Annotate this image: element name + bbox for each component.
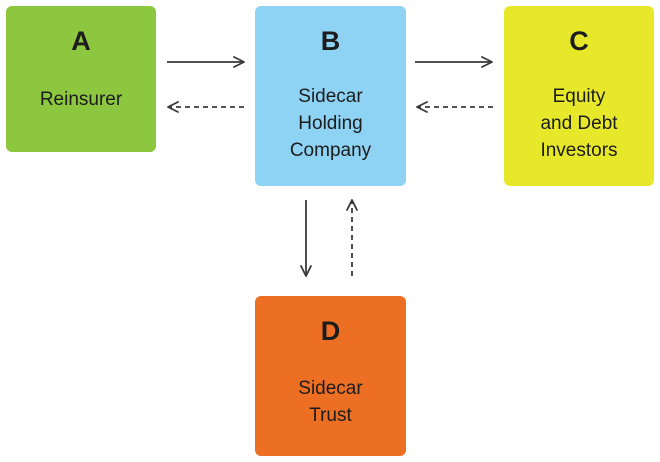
node-label-sidecar-trust: Sidecar Trust xyxy=(298,378,363,426)
node-letter-b: B xyxy=(320,26,341,56)
node-letter-c: C xyxy=(569,26,589,56)
node-sidecar-trust: D Sidecar Trust xyxy=(255,296,406,456)
node-reinsurer: A Reinsurer xyxy=(6,6,156,152)
node-label-sidecar-holding-company: Sidecar Holding Company xyxy=(289,86,372,161)
node-letter-a: A xyxy=(71,26,91,56)
node-sidecar-holding-company: B Sidecar Holding Company xyxy=(255,6,406,186)
node-label-equity-debt-investors: Equity and Debt Investors xyxy=(540,86,618,161)
node-equity-debt-investors: C Equity and Debt Investors xyxy=(504,6,654,186)
node-label-reinsurer: Reinsurer xyxy=(39,89,123,110)
node-letter-d: D xyxy=(320,316,341,346)
